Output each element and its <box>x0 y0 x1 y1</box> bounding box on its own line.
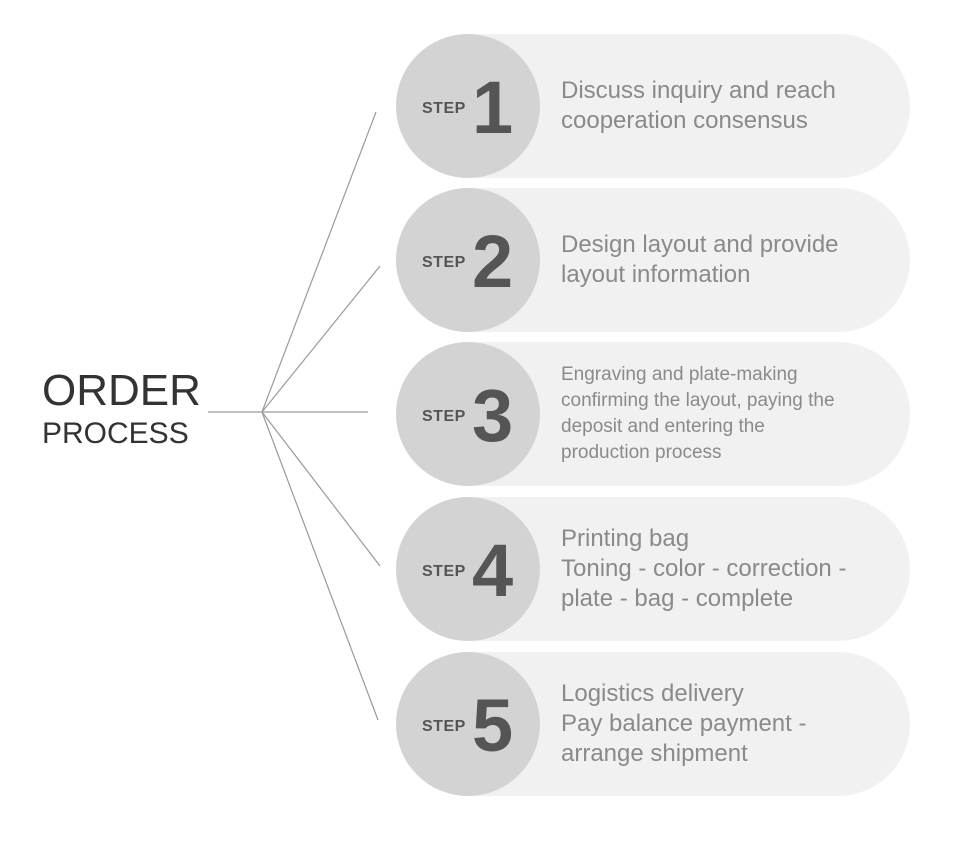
step-1-line: cooperation consensus <box>561 107 808 134</box>
step-4-card: STEP 4 Printing bag Toning - color - cor… <box>396 497 910 641</box>
step-3-label: STEP <box>422 408 466 425</box>
step-4-line: plate - bag - complete <box>561 585 794 612</box>
step-1-label: STEP <box>422 100 466 117</box>
step-3-line: production process <box>561 442 722 463</box>
step-1-line: Discuss inquiry and reach <box>561 77 836 104</box>
step-3-line: Engraving and plate-making <box>561 364 798 385</box>
step-3-badge: STEP 3 <box>396 342 540 486</box>
step-5-badge: STEP 5 <box>396 652 540 796</box>
title-line-process: PROCESS <box>42 417 189 450</box>
step-4-description: Printing bag Toning - color - correction… <box>561 497 890 641</box>
connector-step-4 <box>261 411 381 567</box>
step-1-description: Discuss inquiry and reach cooperation co… <box>561 34 890 178</box>
step-2-number: 2 <box>472 220 514 303</box>
title-line-order: ORDER <box>42 366 201 415</box>
order-process-title: ORDER PROCESS <box>42 366 242 452</box>
step-4-label: STEP <box>422 563 466 580</box>
step-4-line: Printing bag <box>561 525 690 552</box>
step-3-card: STEP 3 Engraving and plate-making confir… <box>396 342 910 486</box>
step-1-card: STEP 1 Discuss inquiry and reach coopera… <box>396 34 910 178</box>
step-2-line: Design layout and provide <box>561 231 839 258</box>
step-5-card: STEP 5 Logistics delivery Pay balance pa… <box>396 652 910 796</box>
step-3-number: 3 <box>472 374 514 457</box>
step-5-line: Pay balance payment - <box>561 710 807 737</box>
step-1-number: 1 <box>472 66 514 149</box>
step-5-number: 5 <box>472 684 514 767</box>
step-2-label: STEP <box>422 254 466 271</box>
step-1-badge: STEP 1 <box>396 34 540 178</box>
step-5-label: STEP <box>422 718 466 735</box>
step-2-description: Design layout and provide layout informa… <box>561 188 890 332</box>
connector-step-2 <box>261 265 381 413</box>
step-3-line: deposit and entering the <box>561 416 765 437</box>
step-4-number: 4 <box>472 529 514 612</box>
connector-step-5 <box>261 411 379 721</box>
step-4-line: Toning - color - correction - <box>561 555 847 582</box>
step-5-line: Logistics delivery <box>561 680 744 707</box>
step-3-description: Engraving and plate-making confirming th… <box>561 342 890 486</box>
connector-step-1 <box>261 111 377 413</box>
step-3-line: confirming the layout, paying the <box>561 390 835 411</box>
step-2-line: layout information <box>561 261 751 288</box>
step-5-line: arrange shipment <box>561 740 748 767</box>
step-2-card: STEP 2 Design layout and provide layout … <box>396 188 910 332</box>
step-5-description: Logistics delivery Pay balance payment -… <box>561 652 890 796</box>
step-2-badge: STEP 2 <box>396 188 540 332</box>
step-4-badge: STEP 4 <box>396 497 540 641</box>
